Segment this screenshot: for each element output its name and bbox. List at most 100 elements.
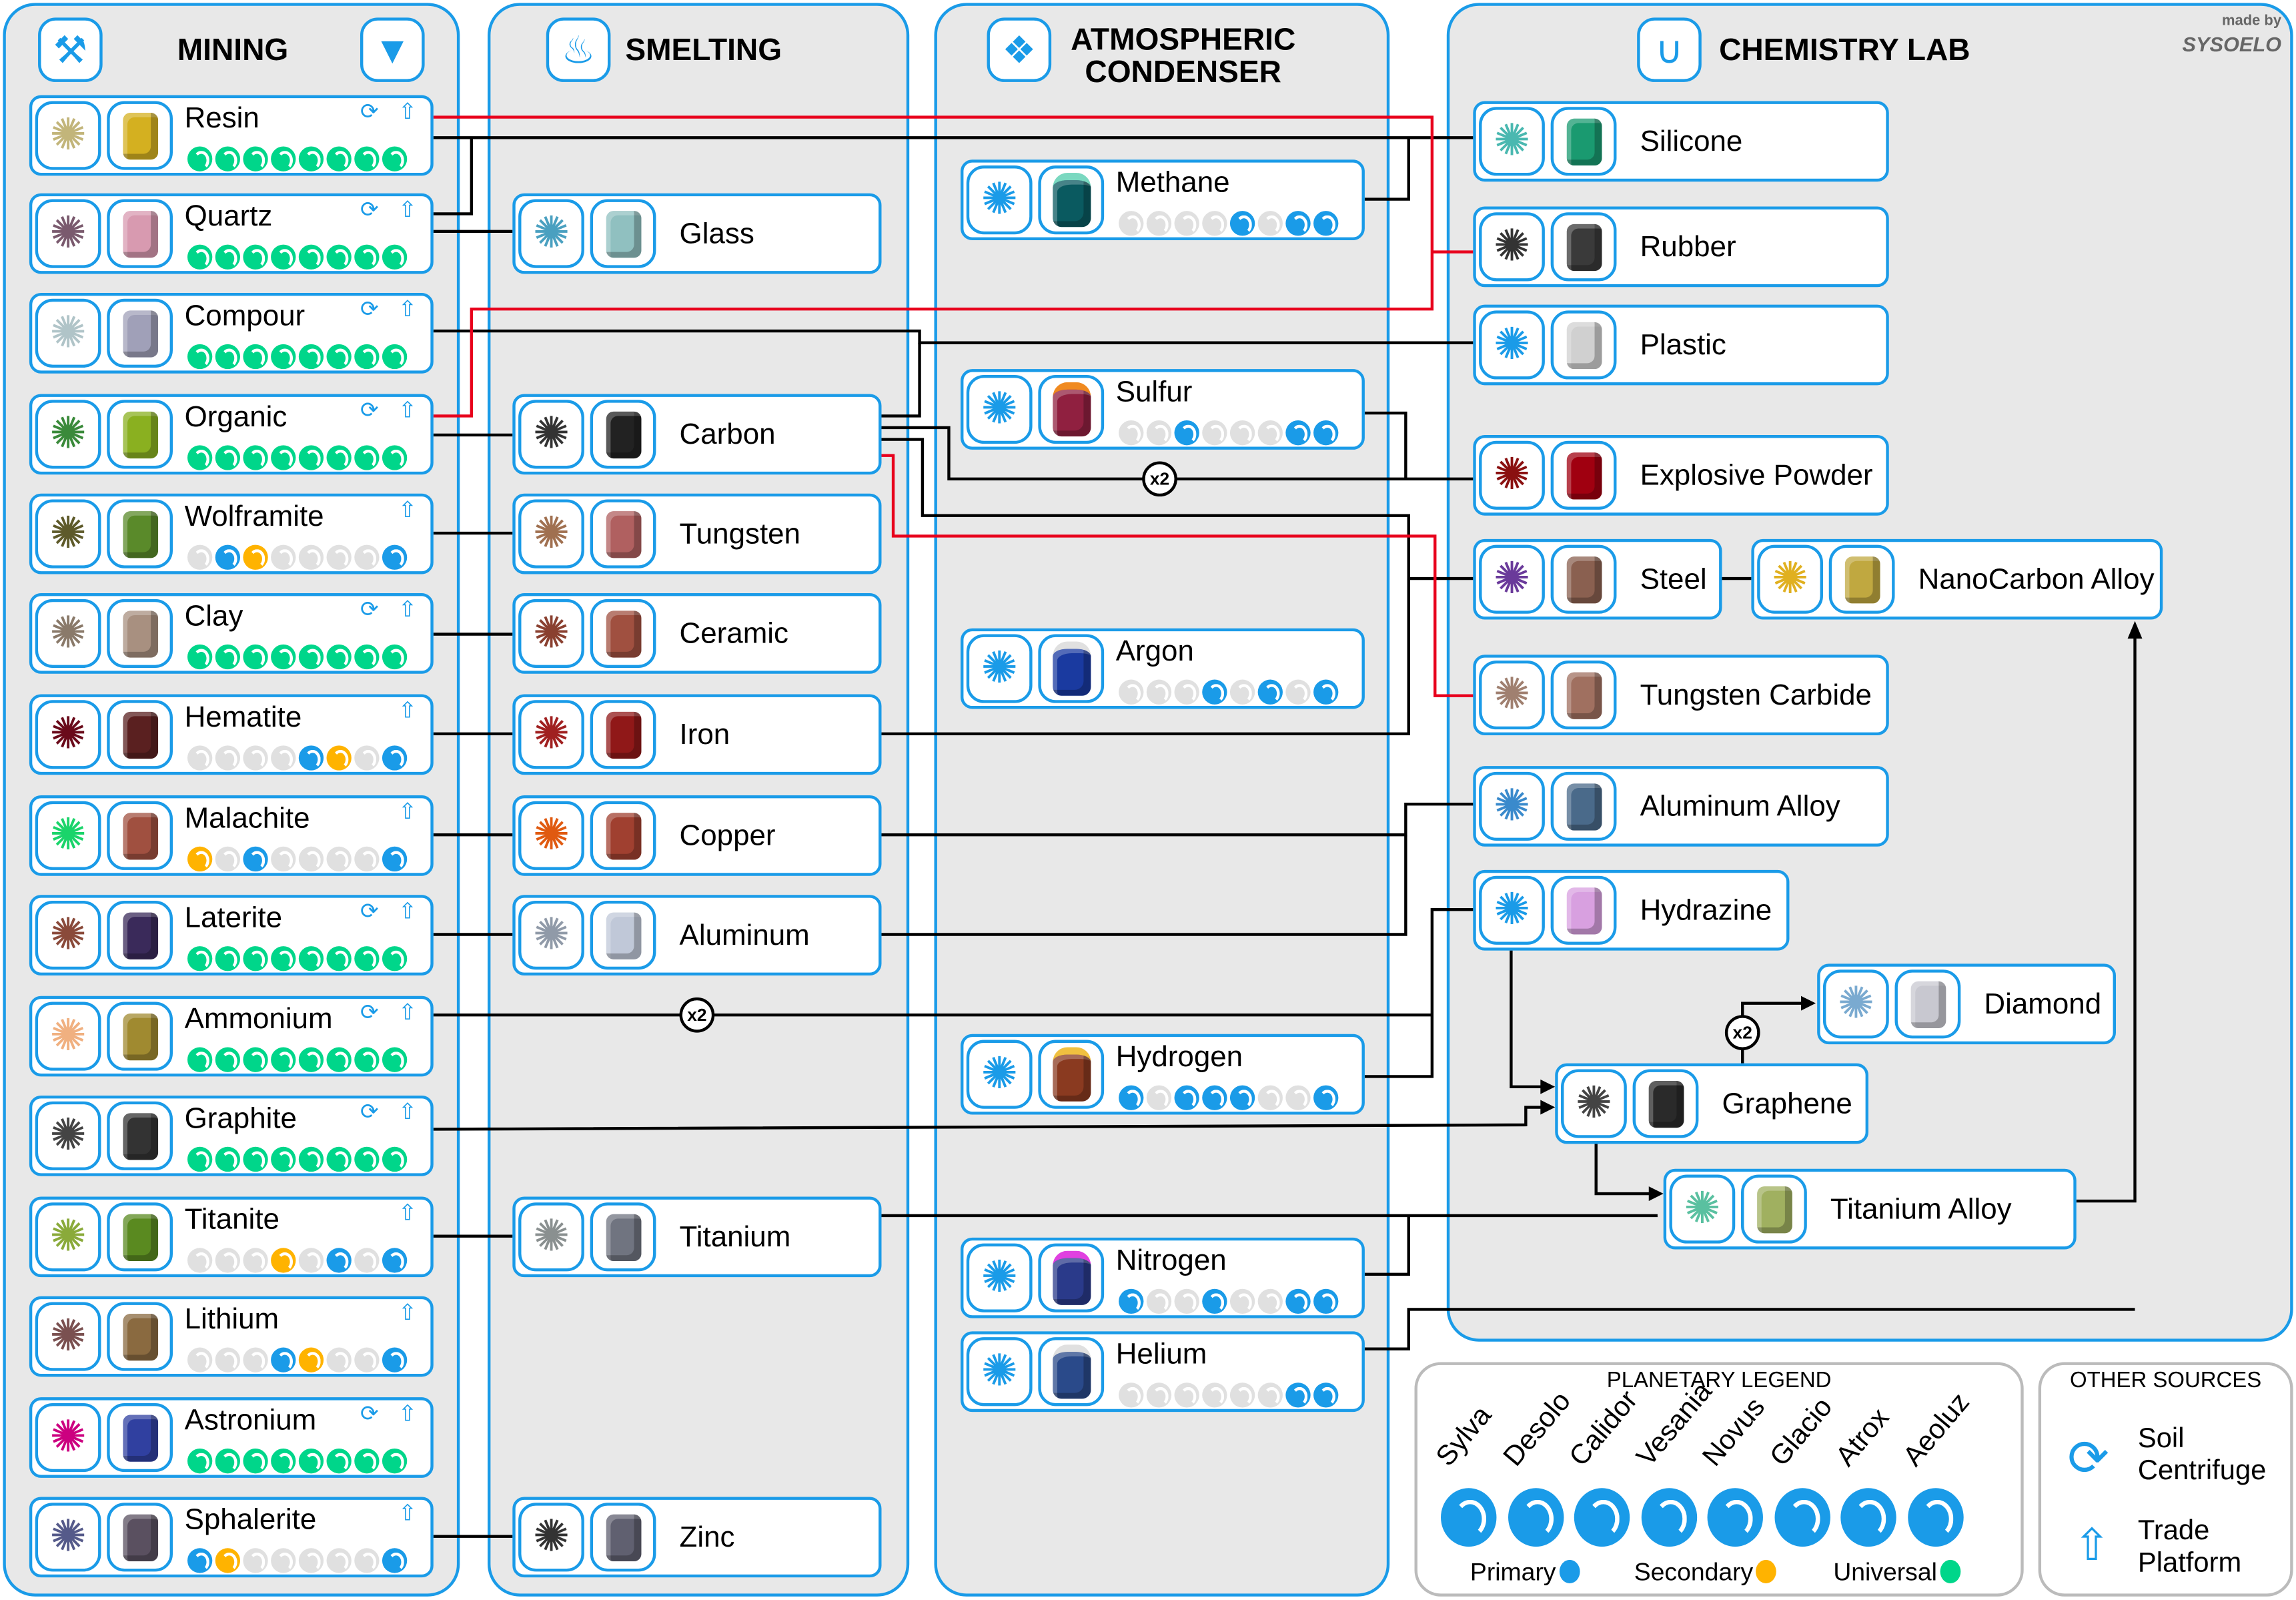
ammonium-card[interactable]: ✺Ammonium⟳⇧ (29, 995, 434, 1077)
silicone-card[interactable]: ✺Silicone (1473, 101, 1889, 182)
hematite-card[interactable]: ✺Hematite⇧ (29, 694, 434, 775)
zinc-card[interactable]: ✺Zinc (512, 1497, 882, 1578)
resource-name: Diamond (1984, 988, 2102, 1022)
iron-card[interactable]: ✺Iron (512, 694, 882, 775)
hydrazine-card[interactable]: ✺Hydrazine (1473, 869, 1790, 951)
aluminum-alloy-card[interactable]: ✺Aluminum Alloy (1473, 766, 1889, 847)
resin-card[interactable]: ✺Resin⟳⇧ (29, 95, 434, 176)
ceramic-card[interactable]: ✺Ceramic (512, 593, 882, 674)
resource-name: Argon (1115, 635, 1194, 668)
planet-availability-row (187, 146, 408, 171)
tungsten-card[interactable]: ✺Tungsten (512, 493, 882, 574)
planet-aeoluz-icon (1313, 1382, 1339, 1408)
laterite-card[interactable]: ✺Laterite⟳⇧ (29, 895, 434, 975)
multiplier-badge: x2 (1724, 1015, 1760, 1050)
nitrogen-card[interactable]: ✺Nitrogen (961, 1237, 1365, 1318)
graphite-card[interactable]: ✺Graphite⟳⇧ (29, 1095, 434, 1176)
sulfur-card[interactable]: ✺ Sulfur (961, 369, 1365, 450)
copper-card[interactable]: ✺Copper (512, 795, 882, 876)
steel-card[interactable]: ✺Steel (1473, 538, 1722, 620)
hydrogen-card[interactable]: ✺Hydrogen (961, 1034, 1365, 1115)
rubber-card[interactable]: ✺Rubber (1473, 206, 1889, 288)
soil-centrifuge-icon: ⟳ (360, 1401, 379, 1427)
planet-vesania-icon (271, 146, 296, 171)
hematite-material-icon (107, 700, 173, 769)
condenser-icon: ❖ (987, 17, 1052, 82)
sphalerite-card[interactable]: ✺Sphalerite⇧ (29, 1497, 434, 1578)
material-block (122, 1312, 157, 1360)
malachite-card[interactable]: ✺Malachite⇧ (29, 795, 434, 876)
planet-calidor-icon (243, 146, 268, 171)
soil-centrifuge-icon: ⟳ (360, 597, 379, 623)
legend-planet-name: Atrox (1830, 1403, 1896, 1473)
planet-aeoluz-icon (382, 846, 408, 872)
material-block (605, 1513, 641, 1561)
symbol-glyph: ✺ (49, 1011, 87, 1060)
material-block (1566, 887, 1602, 934)
planet-glacio-icon (326, 745, 352, 771)
planet-atrox-icon (354, 1347, 380, 1372)
graphene-card[interactable]: ✺Graphene (1555, 1063, 1869, 1144)
ceramic-symbol-icon: ✺ (518, 598, 584, 668)
astronium-card[interactable]: ✺Astronium⟳⇧ (29, 1397, 434, 1478)
symbol-glyph: ✺ (49, 811, 87, 859)
titanium-card[interactable]: ✺Titanium (512, 1196, 882, 1278)
argon-card[interactable]: ✺Argon (961, 628, 1365, 709)
glass-card[interactable]: ✺Glass (512, 193, 882, 274)
smelting-title: SMELTING (625, 33, 782, 67)
planet-availability-row (187, 1047, 408, 1072)
helium-card[interactable]: ✺Helium (961, 1331, 1365, 1413)
planet-glacio-icon (326, 1146, 352, 1172)
material-block (122, 1012, 157, 1060)
quartz-card[interactable]: ✺Quartz⟳⇧ (29, 193, 434, 274)
planet-sylva-icon (187, 344, 213, 370)
planet-desolo-icon (215, 1047, 241, 1072)
material-block (1566, 223, 1602, 271)
symbol-glyph: ✺ (49, 1212, 87, 1260)
tungsten-carbide-card[interactable]: ✺Tungsten Carbide (1473, 655, 1889, 735)
wolframite-card[interactable]: ✺Wolframite⇧ (29, 493, 434, 574)
symbol-glyph: ✺ (1575, 1078, 1612, 1128)
organic-card[interactable]: ✺Organic⟳⇧ (29, 394, 434, 475)
sulfur-symbol-icon: ✺ (966, 374, 1033, 444)
resource-name: Hydrogen (1115, 1041, 1243, 1074)
nanocarbon-alloy-material-icon (1828, 544, 1895, 614)
carbon-card[interactable]: ✺Carbon (512, 394, 882, 475)
planet-glacio-icon (1257, 679, 1283, 705)
clay-card[interactable]: ✺Clay⟳⇧ (29, 593, 434, 674)
planet-novus-icon (298, 244, 324, 270)
planet-aeoluz-icon (1313, 420, 1339, 446)
plastic-card[interactable]: ✺Plastic (1473, 304, 1889, 386)
compour-card[interactable]: ✺Compour⟳⇧ (29, 293, 434, 374)
resource-name: Plastic (1640, 329, 1726, 362)
resource-name: Hydrazine (1640, 895, 1772, 927)
planet-desolo-icon (215, 644, 241, 670)
legend-key-universal: Universal (1833, 1559, 1960, 1588)
planet-aeoluz-icon (382, 745, 408, 771)
titanium-alloy-card[interactable]: ✺Titanium Alloy (1663, 1168, 2077, 1250)
resource-name: Tungsten Carbide (1640, 679, 1872, 712)
plastic-material-icon (1550, 310, 1617, 380)
methane-card[interactable]: ✺Methane (961, 159, 1365, 241)
explosive-powder-card[interactable]: ✺Explosive Powder (1473, 434, 1889, 516)
resource-name: Sulfur (1115, 376, 1193, 409)
resource-name: Graphite (184, 1102, 297, 1136)
material-block (605, 510, 641, 558)
titanite-card[interactable]: ✺Titanite⇧ (29, 1196, 434, 1278)
lithium-card[interactable]: ✺Lithium⇧ (29, 1296, 434, 1377)
gas-canister (1052, 173, 1091, 228)
sphalerite-symbol-icon: ✺ (35, 1503, 101, 1572)
planet-desolo-icon (215, 146, 241, 171)
planet-sylva-icon (187, 745, 213, 771)
diamond-card[interactable]: ✺Diamond (1817, 963, 2116, 1045)
resin-symbol-icon: ✺ (35, 101, 101, 170)
clay-material-icon (107, 598, 173, 668)
aluminum-card[interactable]: ✺Aluminum (512, 895, 882, 975)
material-block (122, 911, 157, 959)
material-block (1566, 671, 1602, 719)
planet-sylva-icon (187, 644, 213, 670)
planet-desolo-icon (215, 846, 241, 872)
nanocarbon-alloy-card[interactable]: ✺NanoCarbon Alloy (1751, 538, 2163, 620)
